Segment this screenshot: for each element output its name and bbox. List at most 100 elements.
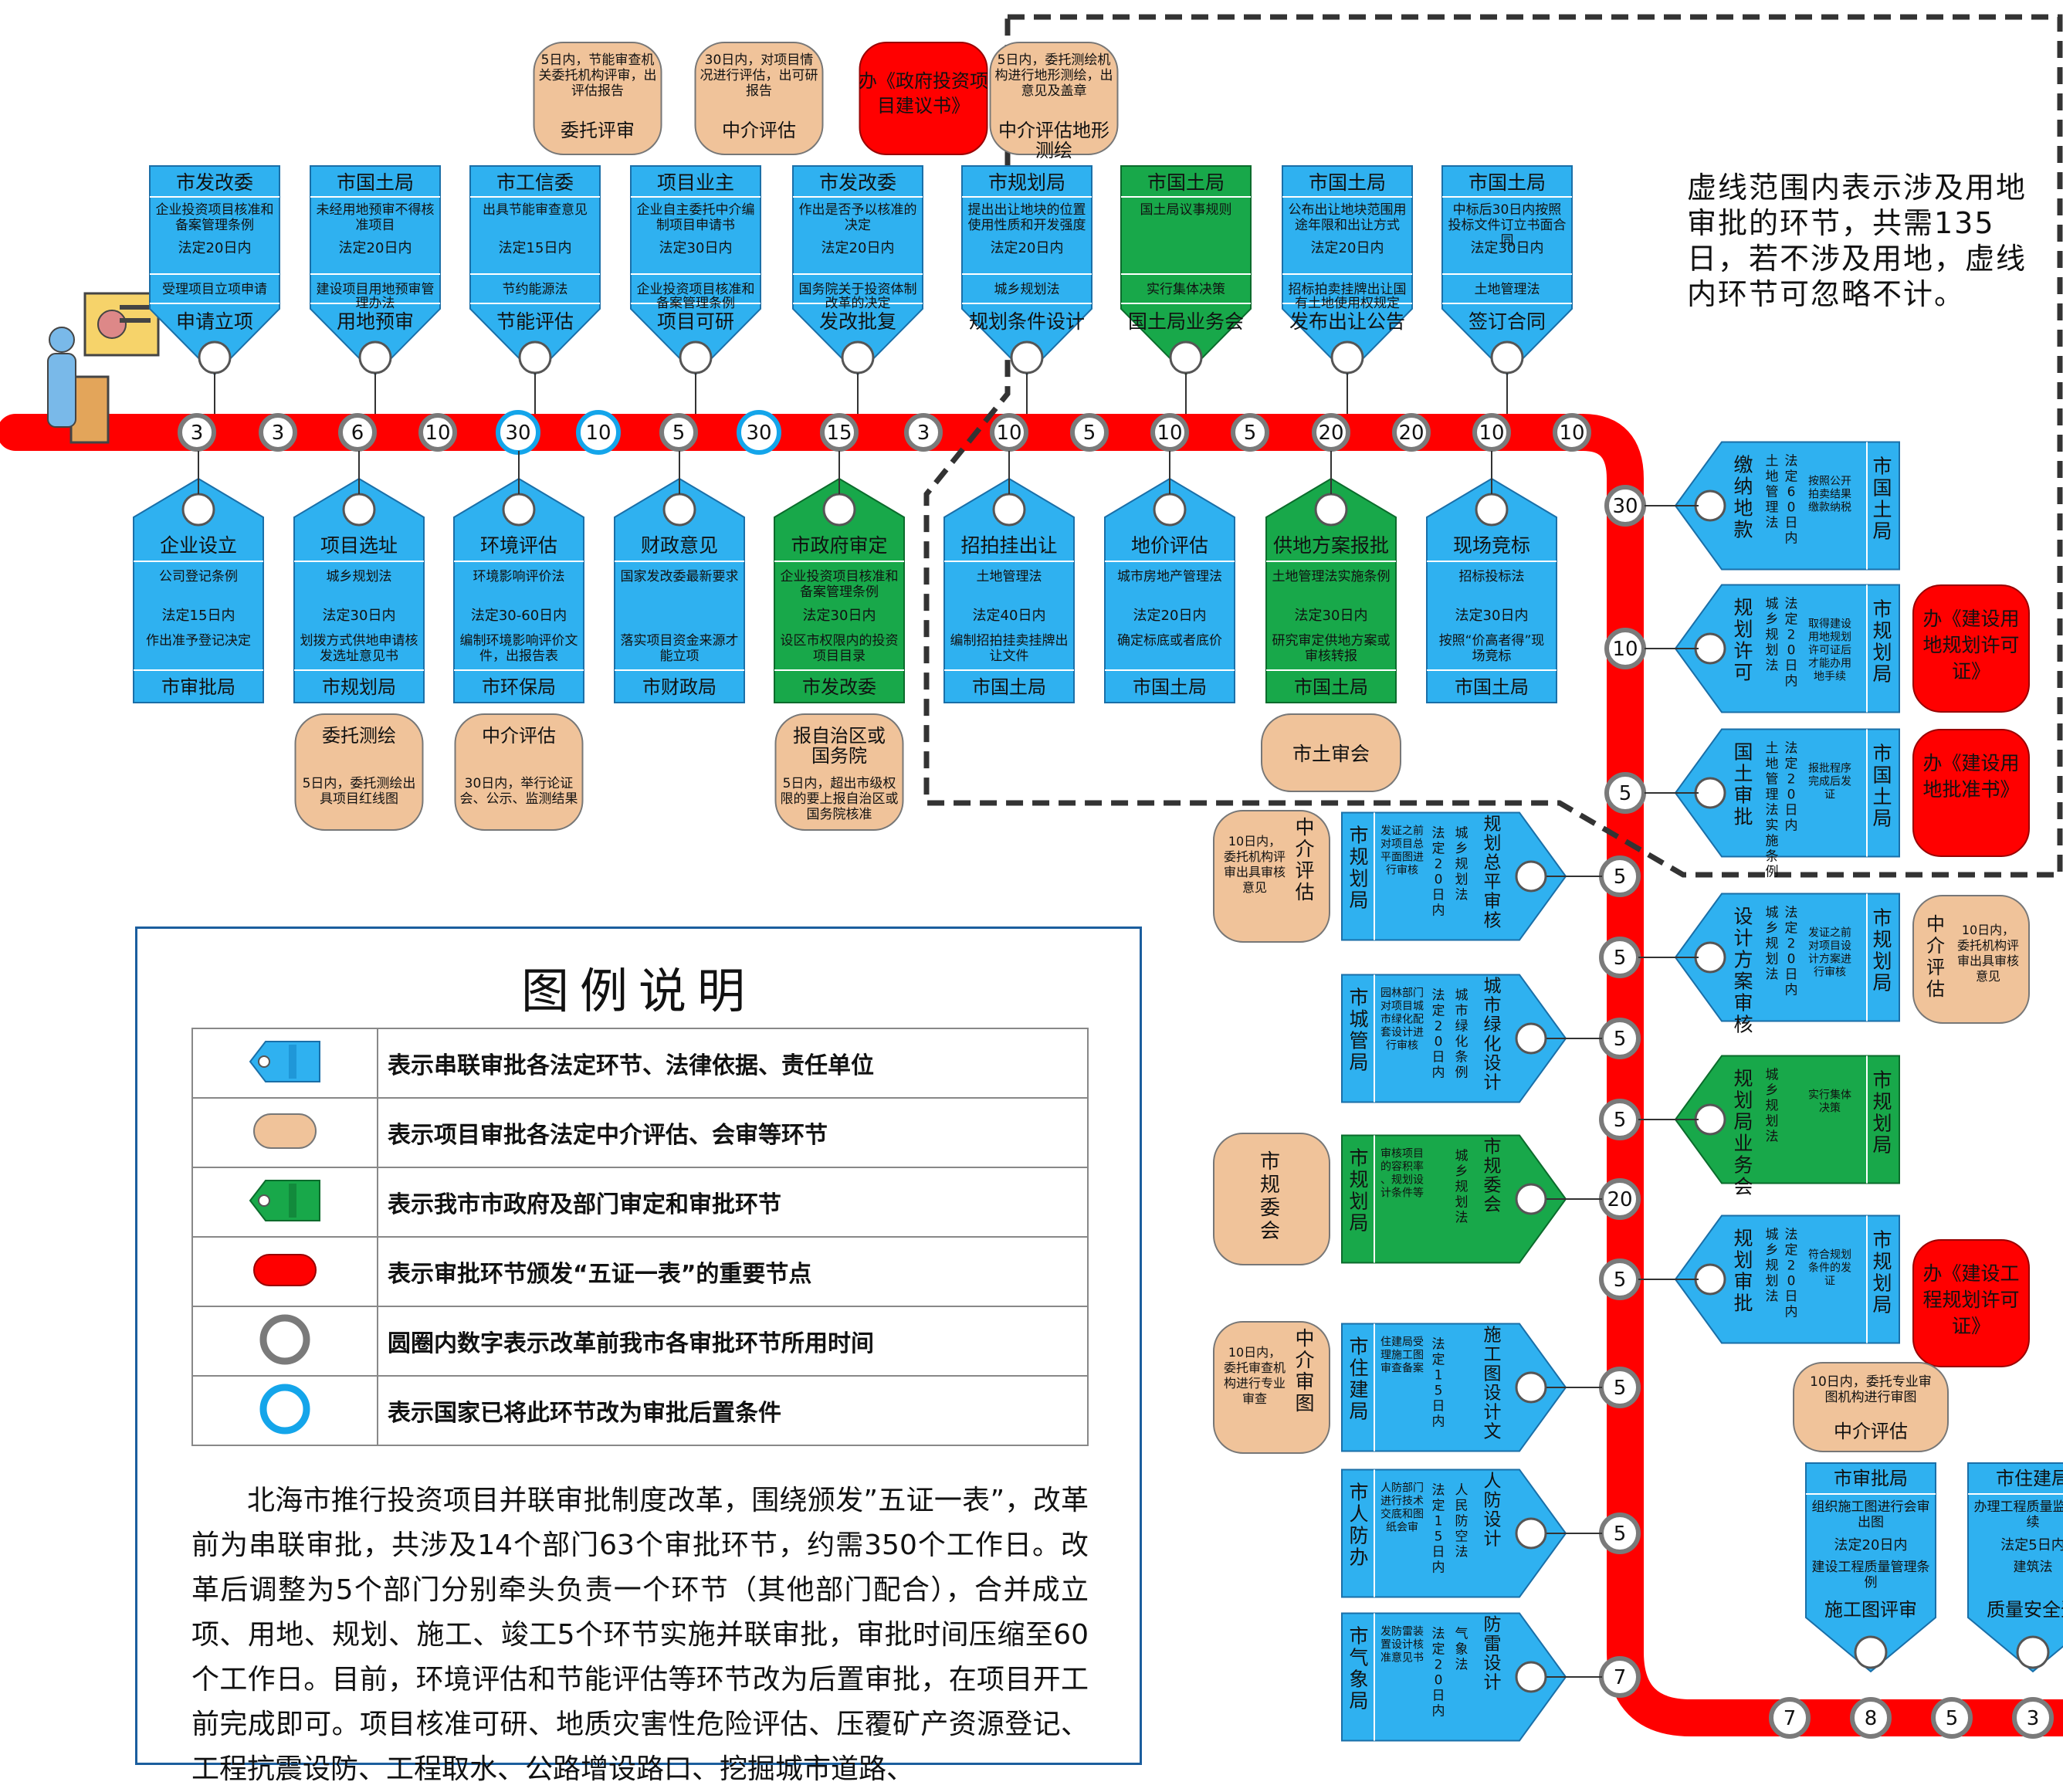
tag-name: 文 [1484, 1422, 1502, 1442]
podium [71, 377, 108, 442]
tag-desc: 证 [1824, 789, 1835, 801]
tag-days: 日 [1785, 967, 1798, 983]
tag-days: 定 [1785, 757, 1798, 772]
tag-desc: 园林部门 [1380, 987, 1424, 1000]
tag-desc: 置设计核 [1380, 1639, 1424, 1651]
tag-name: 防 [1484, 1491, 1502, 1511]
tag-dept: 市环保局 [482, 676, 556, 698]
tag-dept: 市 [1349, 1336, 1368, 1358]
middle-step-number: 5 [1601, 1369, 1638, 1406]
top-step-number: 5 [1072, 415, 1106, 449]
tag-desc: 按照公开 [1808, 476, 1851, 488]
tag-desc: 企业投资项目核准和 [156, 202, 274, 218]
legend-row-2: 表示项目审批各法定中介评估、会审等环节 [378, 1098, 1088, 1167]
tag-days: 法 [1432, 1483, 1445, 1499]
top-step-number: 5 [662, 415, 696, 449]
tag-name: 审 [1733, 1271, 1753, 1293]
ring-number: 10 [425, 422, 450, 445]
tag-name: 发布出让公告 [1289, 310, 1405, 333]
tag-law: 城 [1766, 597, 1779, 612]
top-step-number: 30 [498, 412, 538, 452]
tag-dept: 项目业主 [657, 171, 734, 194]
tag-dept: 市工信委 [496, 171, 574, 194]
oval-desc: 5日内，委托测绘机 [998, 53, 1111, 68]
tag-name: 项目可研 [657, 310, 734, 333]
tag-name: 节能评估 [496, 310, 574, 333]
tag-law: 城市房地产管理法 [1117, 569, 1222, 584]
tag-desc: 取得建设 [1808, 618, 1851, 631]
tag-law: 法 [1766, 967, 1779, 983]
tag-law: 公司登记条例 [159, 569, 238, 584]
tag-days: 1 [1435, 1514, 1443, 1529]
oval-desc: 5日内，超出市级权 [783, 776, 896, 791]
tag-name: 规 [1733, 1068, 1753, 1090]
tag-law: 招标拍卖挂牌出让国 [1289, 282, 1407, 297]
tag-name: 雷 [1484, 1634, 1502, 1655]
certificate-label: 办《政府投资项 [859, 70, 988, 92]
middle-step-number: 5 [1601, 939, 1638, 976]
middle-step-number: 20 [1601, 1181, 1638, 1218]
tag-dept: 划 [1872, 950, 1892, 973]
tag-name: 审 [1484, 892, 1502, 912]
tag-dept: 市 [1349, 825, 1368, 847]
tag-days: 5 [1435, 1384, 1443, 1399]
tag-desc: 编制招拍挂卖挂牌出 [950, 633, 1069, 649]
tag-days: 0 [1787, 788, 1796, 803]
tag-desc: 市绿化配 [1380, 1013, 1424, 1026]
tag-dept: 市发改委 [802, 676, 876, 698]
tag-hole [1492, 342, 1523, 373]
tag-law: 建筑法 [2014, 1560, 2053, 1575]
tag-name: 计 [1484, 1073, 1502, 1093]
tag-dept: 市审批局 [161, 676, 235, 698]
ring-number: 10 [1559, 422, 1584, 445]
tag-dept: 划 [1872, 1113, 1892, 1135]
tag-dept: 防 [1349, 1525, 1368, 1547]
tag-law: 节约能源法 [503, 282, 568, 297]
tag-law: 企业投资项目核准和 [637, 282, 755, 297]
tag-name: 用地预审 [337, 310, 414, 333]
tag-days: 日 [1432, 1050, 1445, 1065]
ring-number: 5 [1946, 1707, 1959, 1730]
tag-dept: 局 [1872, 808, 1892, 830]
tag-desc: 审查备案 [1380, 1362, 1424, 1375]
tag-desc: 制项目申请书 [656, 218, 735, 233]
tag-days: 2 [1787, 628, 1796, 643]
top-step-number: 10 [578, 412, 618, 452]
tag-dept: 市 [1872, 456, 1892, 478]
tag-dept: 局 [1872, 972, 1892, 994]
tag-desc: 途年限和出让方式 [1295, 218, 1400, 233]
tag-days: 法定30日内 [659, 240, 733, 256]
top-step-number: 20 [1394, 415, 1428, 449]
ring-number: 10 [1612, 638, 1638, 661]
tag-law: 城乡规划法 [994, 282, 1060, 297]
tag-law: 划 [1766, 1274, 1779, 1289]
tag-hole [183, 494, 214, 525]
tag-hole [360, 342, 391, 373]
legend-table: 表示串联审批各法定环节、法律依据、责任单位 表示项目审批各法定中介评估、会审等环… [191, 1028, 1089, 1446]
tag-law: 例 [1455, 1065, 1468, 1081]
ring-number: 5 [1614, 1523, 1627, 1546]
tag-desc: 办理工程质量监督手 [1974, 1499, 2063, 1515]
tag-law: 城 [1455, 988, 1468, 1004]
certificate-label: 证》 [1952, 660, 1990, 683]
tag-days: 内 [1432, 1414, 1445, 1430]
tag-desc: 发证之前 [1380, 825, 1424, 838]
tag-desc: 拍卖结果 [1808, 489, 1851, 501]
tag-desc: 作出准予登记决定 [146, 633, 251, 649]
bottom-right-step-number: 3 [2014, 1699, 2051, 1736]
tag-dept: 办 [1349, 1546, 1368, 1569]
tag-dept: 市 [1349, 1625, 1368, 1648]
tag-dept: 规 [1872, 1091, 1892, 1113]
oval-desc: 会、公示、监测结果 [460, 791, 578, 807]
tag-days: 定 [1785, 921, 1798, 937]
oval-label: 委托评审 [561, 120, 635, 141]
tag-desc: 证 [1824, 1275, 1835, 1288]
tag-days: 1 [1435, 1368, 1443, 1384]
oval-desc: 意见及盖章 [1021, 83, 1087, 99]
tag-dept: 市国土局 [1455, 676, 1529, 698]
tag-name: 款 [1733, 519, 1753, 541]
